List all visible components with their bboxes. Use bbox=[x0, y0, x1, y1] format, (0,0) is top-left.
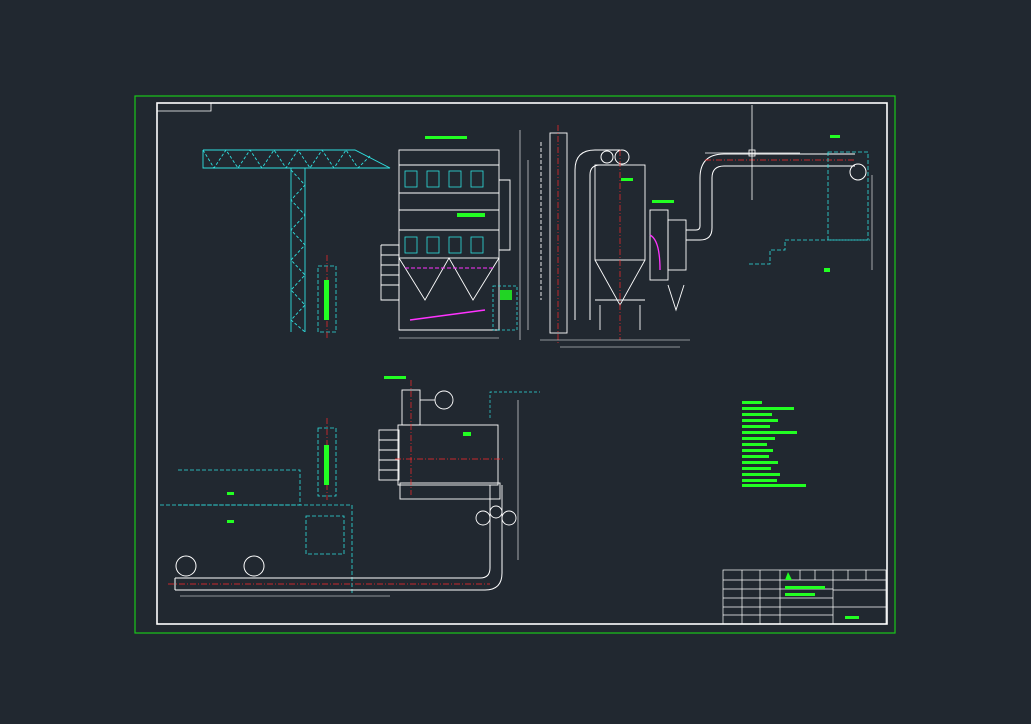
dimension-lines-center bbox=[399, 130, 529, 340]
building-section bbox=[749, 151, 870, 265]
site-tag-2 bbox=[227, 520, 234, 523]
dust-collector-label-strip bbox=[425, 136, 467, 139]
cyclone-tag bbox=[621, 178, 633, 181]
conveyor-pipe bbox=[174, 540, 503, 591]
site-outline bbox=[160, 469, 353, 595]
title-block-tag-3 bbox=[845, 616, 859, 619]
fan-magenta-duct bbox=[649, 234, 661, 271]
frame-corner-tab bbox=[157, 103, 212, 112]
plan-tag-1 bbox=[384, 376, 406, 379]
title-block-tag-1 bbox=[785, 586, 825, 589]
duct-elbow bbox=[574, 149, 630, 320]
bag-dust-collector bbox=[380, 149, 511, 331]
dust-collector-cyan-details bbox=[404, 170, 518, 331]
support-column-1 bbox=[317, 255, 337, 340]
crosshair-marker bbox=[705, 105, 800, 200]
dimension-lines-right bbox=[540, 339, 690, 348]
dust-collector-tag bbox=[457, 213, 485, 217]
support-column-2 bbox=[317, 418, 337, 500]
building-tag bbox=[830, 135, 840, 138]
building-tag-2 bbox=[824, 268, 830, 272]
fan-tag bbox=[652, 200, 674, 203]
valve-cluster bbox=[475, 485, 517, 540]
dust-collector-tag-2 bbox=[500, 290, 512, 300]
collector-plan-view bbox=[378, 389, 501, 500]
fan-assembly bbox=[649, 209, 687, 312]
dust-collector-magenta-screw bbox=[409, 309, 486, 321]
plan-tag-2 bbox=[463, 432, 471, 436]
exhaust-duct bbox=[686, 153, 867, 241]
chimney-stack bbox=[540, 132, 568, 334]
title-block[interactable] bbox=[722, 569, 887, 625]
sheet-outer-border bbox=[134, 95, 896, 634]
site-tag-1 bbox=[227, 492, 234, 495]
title-block-tag-2 bbox=[785, 593, 815, 596]
plan-dim-lines bbox=[489, 391, 540, 418]
drawing-frame bbox=[156, 102, 888, 625]
company-logo bbox=[785, 572, 792, 580]
legend-notes bbox=[742, 401, 806, 487]
tower-crane bbox=[202, 149, 391, 333]
